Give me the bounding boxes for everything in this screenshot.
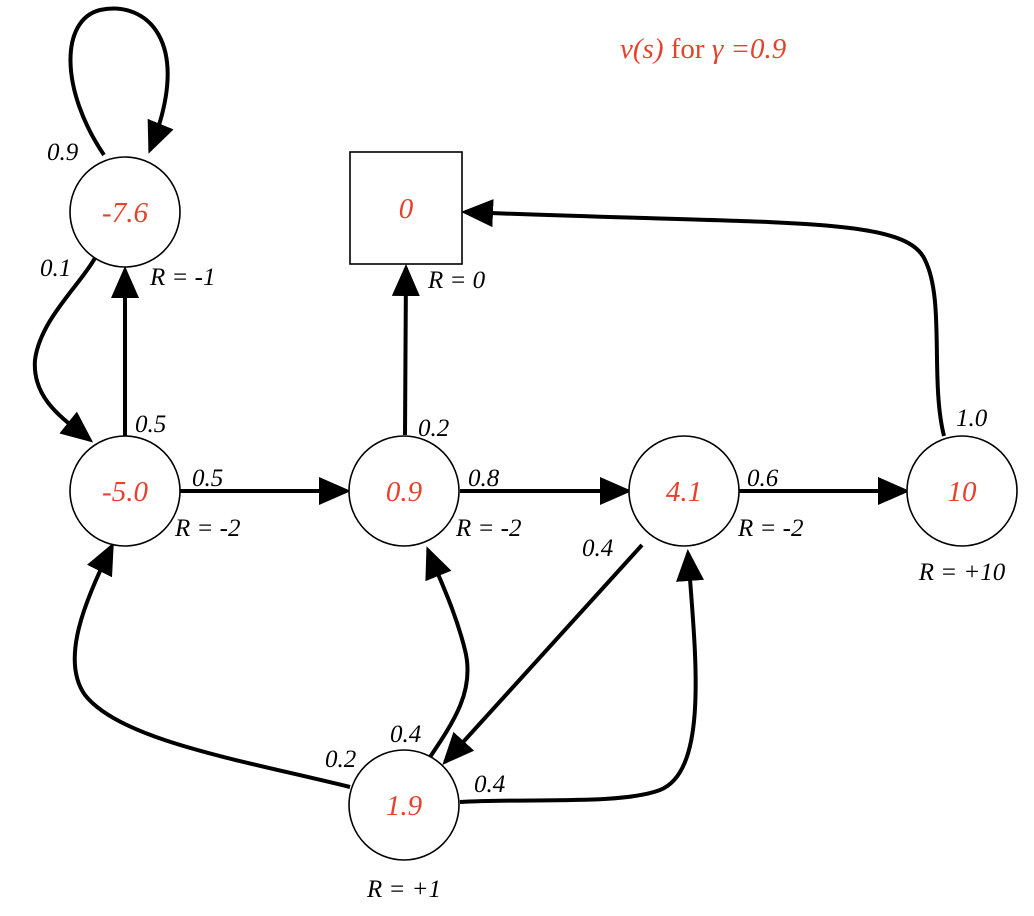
reward-label-s1: R = -1	[149, 264, 215, 291]
state-value-s6: 1.9	[386, 790, 423, 822]
edge-s1-to-s2	[32, 257, 97, 443]
state-value-s4: 4.1	[666, 476, 702, 508]
state-node-s1	[69, 156, 181, 268]
prob-label-s2-to-s1: 0.5	[135, 411, 166, 438]
edge-s4-to-s6	[442, 543, 644, 765]
edge-s3-to-terminal	[391, 264, 420, 436]
prob-label-s3-to-terminal: 0.2	[418, 415, 449, 442]
prob-label-s4-to-s6: 0.4	[582, 535, 613, 562]
reward-label-s3: R = -2	[455, 515, 521, 542]
prob-label-s4-to-s5: 0.6	[747, 465, 779, 492]
prob-label-s2-to-s3: 0.5	[192, 465, 223, 492]
edge-s6-to-s3	[425, 546, 470, 762]
state-value-s3: 0.9	[386, 476, 423, 508]
state-node-s5	[906, 435, 1018, 547]
prob-label-s6-to-s2: 0.2	[325, 746, 356, 773]
state-node-s4	[628, 435, 740, 547]
state-node-s3	[348, 435, 460, 547]
prob-label-s1-to-s2: 0.1	[40, 255, 71, 282]
reward-label-s2: R = -2	[174, 515, 240, 542]
terminal-state-node	[349, 151, 463, 265]
diagram-title: v(s) for γ =0.9	[620, 33, 787, 65]
state-node-s2	[69, 435, 181, 547]
state-value-s1: -7.6	[102, 197, 148, 229]
edge-s5-to-terminal	[461, 199, 946, 437]
prob-label-s1-self: 0.9	[47, 139, 79, 166]
prob-label-s5-to-terminal: 1.0	[956, 405, 988, 432]
reward-label-s4: R = -2	[737, 515, 803, 542]
reward-label-s5: R = +10	[918, 559, 1006, 586]
reward-label-s6: R = +1	[366, 876, 441, 903]
edge-s1-self-loop	[68, 6, 174, 157]
reward-label-terminal: R = 0	[427, 267, 486, 294]
state-node-s6	[348, 749, 460, 861]
terminal-state-value: 0	[399, 193, 414, 225]
edge-s6-to-s2	[72, 542, 351, 789]
prob-label-s6-to-s3: 0.4	[390, 721, 421, 748]
prob-label-s6-to-s4: 0.4	[474, 771, 505, 798]
edge-s6-to-s4	[459, 549, 704, 804]
state-value-s2: -5.0	[102, 476, 148, 508]
state-value-s5: 10	[948, 476, 978, 508]
prob-label-s3-to-s4: 0.8	[468, 465, 500, 492]
